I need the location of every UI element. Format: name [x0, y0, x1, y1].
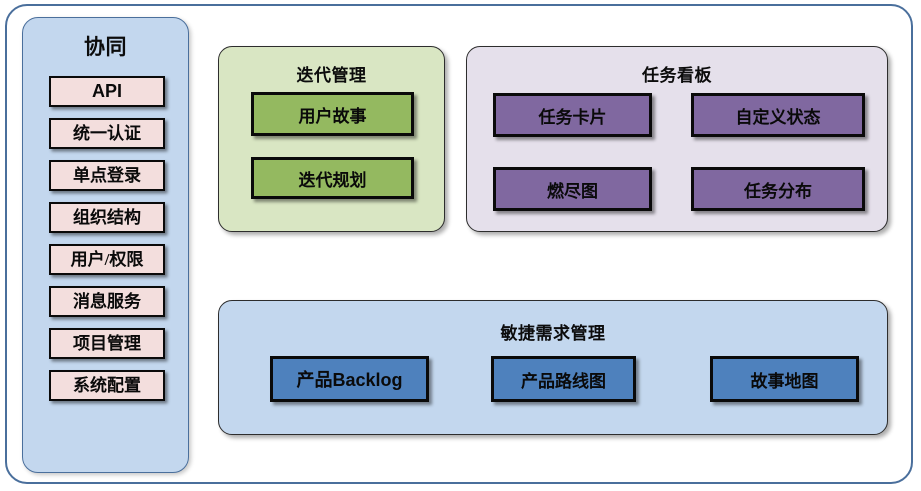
task-board-item-custom-status[interactable]: 自定义状态 [691, 93, 865, 137]
agile-item-story-map[interactable]: 故事地图 [710, 356, 859, 402]
sidebar-collaboration-group: 协同 API 统一认证 单点登录 组织结构 用户/权限 消息服务 项目管理 系统… [22, 17, 189, 473]
sidebar-item-unified-auth[interactable]: 统一认证 [49, 118, 165, 149]
agile-item-product-backlog[interactable]: 产品Backlog [270, 356, 429, 402]
sidebar-item-system-config[interactable]: 系统配置 [49, 370, 165, 401]
agile-requirement-group: 敏捷需求管理 产品Backlog 产品路线图 故事地图 [218, 300, 888, 435]
sidebar-item-single-sign-on[interactable]: 单点登录 [49, 160, 165, 191]
sidebar-item-org-structure[interactable]: 组织结构 [49, 202, 165, 233]
agile-item-product-roadmap[interactable]: 产品路线图 [491, 356, 636, 402]
task-board-group: 任务看板 任务卡片 自定义状态 燃尽图 任务分布 [466, 46, 888, 232]
platform-frame [5, 4, 913, 484]
sidebar-item-project-management[interactable]: 项目管理 [49, 328, 165, 359]
sidebar-item-api[interactable]: API [49, 76, 165, 107]
iteration-item-iteration-planning[interactable]: 迭代规划 [251, 157, 414, 199]
sidebar-title: 协同 [84, 36, 127, 59]
iteration-item-user-story[interactable]: 用户故事 [251, 92, 414, 136]
agile-requirement-title: 敏捷需求管理 [500, 324, 606, 343]
task-board-item-task-distribution[interactable]: 任务分布 [691, 167, 865, 211]
iteration-management-group: 迭代管理 用户故事 迭代规划 [218, 46, 445, 232]
sidebar-item-list: API 统一认证 单点登录 组织结构 用户/权限 消息服务 项目管理 系统配置 [49, 76, 165, 412]
task-board-item-task-card[interactable]: 任务卡片 [493, 93, 652, 137]
sidebar-item-message-service[interactable]: 消息服务 [49, 286, 165, 317]
sidebar-item-user-permission[interactable]: 用户/权限 [49, 244, 165, 275]
iteration-management-title: 迭代管理 [296, 66, 367, 85]
task-board-title: 任务看板 [642, 66, 712, 85]
task-board-item-burndown-chart[interactable]: 燃尽图 [493, 167, 652, 211]
